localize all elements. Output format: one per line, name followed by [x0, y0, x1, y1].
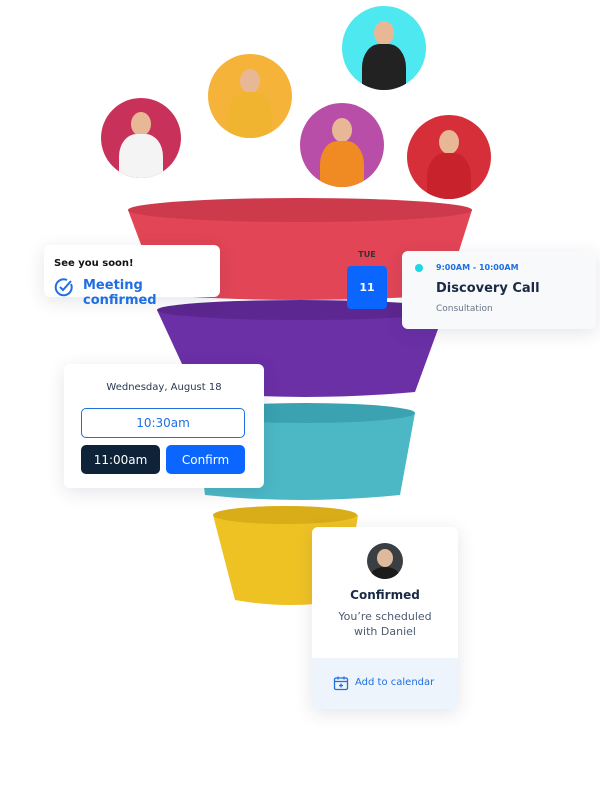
daniel-avatar	[367, 543, 403, 579]
calendar-plus-icon	[333, 676, 349, 691]
date-weekday: TUE	[358, 250, 376, 259]
scheduled-line-1: You’re scheduled	[338, 610, 432, 623]
check-circle-icon	[54, 278, 73, 297]
avatar-woman-4	[300, 103, 384, 187]
avatar-woman-1	[101, 98, 181, 178]
event-card[interactable]: 9:00AM - 10:00AM Discovery Call Consulta…	[402, 251, 596, 329]
time-slot-1100-selected[interactable]: 11:00am	[81, 445, 160, 474]
date-badge[interactable]: 11	[347, 266, 387, 309]
time-picker-card: Wednesday, August 18 10:30am 11:00am Con…	[64, 364, 264, 488]
avatar-woman-3	[342, 6, 426, 90]
toast-message: Meeting confirmed	[83, 278, 157, 308]
event-title: Discovery Call	[436, 281, 540, 296]
avatar-woman-2	[208, 54, 292, 138]
scheduled-line-2: with Daniel	[354, 625, 416, 638]
toast-title: See you soon!	[54, 258, 134, 269]
meeting-confirmed-toast: See you soon! Meeting confirmed	[44, 245, 220, 308]
event-time: 9:00AM - 10:00AM	[436, 263, 519, 272]
add-to-calendar-label: Add to calendar	[355, 677, 435, 688]
event-subtitle: Consultation	[436, 304, 493, 314]
confirmation-card: Confirmed You’re scheduled with Daniel A…	[312, 527, 458, 709]
avatar-woman-5	[407, 115, 491, 199]
confirm-button[interactable]: Confirm	[166, 445, 245, 474]
status-dot	[415, 264, 423, 272]
add-to-calendar-button[interactable]: Add to calendar	[312, 658, 458, 709]
picker-date: Wednesday, August 18	[106, 382, 222, 393]
time-slot-1030[interactable]: 10:30am	[81, 408, 245, 438]
confirmed-title: Confirmed	[350, 588, 420, 602]
